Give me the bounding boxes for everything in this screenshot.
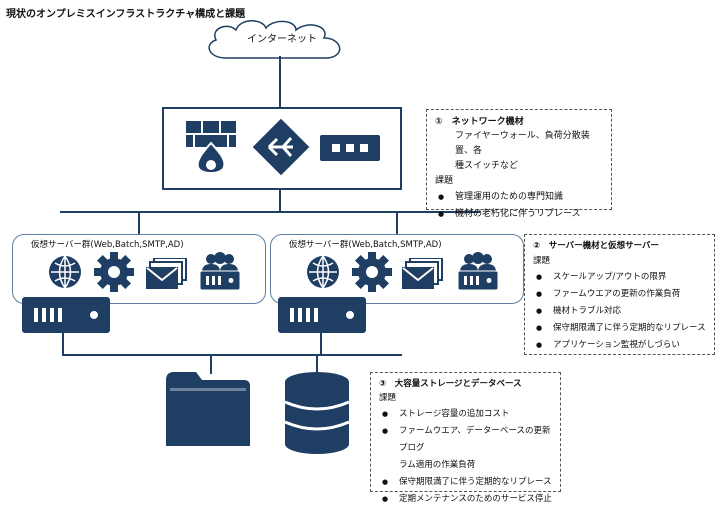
group1-link — [138, 211, 140, 235]
server-group-label: 仮想サーバー群(Web,Batch,SMTP,AD) — [289, 240, 442, 250]
backbone-top — [60, 211, 480, 213]
issues-list: 管理運用のための専門知識 機材の老朽化に伴うリプレース — [435, 189, 605, 223]
folder-icon — [166, 372, 250, 446]
issue-item-continuation: ラム適用の作業負荷 — [399, 460, 476, 470]
page-title: 現状のオンプレミスインフラストラクチャ構成と課題 — [6, 9, 246, 20]
network-link — [279, 187, 281, 212]
globe-icon — [49, 255, 81, 289]
cloud-label: インターネット — [247, 34, 317, 45]
mail-icon — [146, 258, 187, 289]
server1-link — [62, 332, 64, 355]
issue-item: アプリケーション監視がしづらい — [533, 337, 708, 354]
cloud-link — [279, 56, 281, 108]
router-icon — [252, 118, 310, 176]
gear-icon — [94, 252, 134, 292]
issues-label: 課題 — [379, 393, 397, 403]
note-heading: ③ 大容量ストレージとデータベース — [379, 379, 522, 389]
note-detail-line: ファイヤーウォール、負荷分散装置、各 — [455, 131, 590, 156]
gear-icon — [352, 252, 392, 292]
issues-label: 課題 — [435, 176, 454, 186]
network-equipment-box — [162, 107, 402, 190]
issue-item: ファームウエアの更新の作業負荷 — [533, 286, 708, 303]
issues-list: ストレージ容量の追加コスト ファームウエア、データーベースの更新プログ ラム適用… — [379, 406, 554, 508]
server-icon — [278, 297, 366, 333]
issue-item: 保守期限満了に伴う定期的なリプレース — [379, 474, 554, 491]
database-link — [316, 354, 318, 374]
switch-icon — [320, 135, 380, 161]
server-group-label: 仮想サーバー群(Web,Batch,SMTP,AD) — [31, 240, 184, 250]
cloud-icon — [208, 20, 341, 59]
issue-item: ファームウエア、データーベースの更新プログ — [379, 423, 554, 457]
issues-label: 課題 — [533, 256, 551, 266]
note-storage: ③ 大容量ストレージとデータベース 課題 ストレージ容量の追加コスト ファームウ… — [370, 372, 561, 508]
note-heading: ② サーバー機材と仮想サーバー — [533, 241, 660, 251]
note-detail-line: 種スイッチなど — [455, 161, 519, 171]
issue-item: ストレージ容量の追加コスト — [379, 406, 554, 423]
database-icon — [285, 372, 349, 454]
issue-item: 機材の老朽化に伴うリプレース — [435, 206, 605, 223]
backbone-bottom — [62, 354, 402, 356]
issues-list: スケールアップ/アウトの限界 ファームウエアの更新の作業負荷 機材トラブル対応 … — [533, 269, 708, 354]
issue-item: スケールアップ/アウトの限界 — [533, 269, 708, 286]
folder-link — [210, 354, 212, 374]
issue-item: 管理運用のための専門知識 — [435, 189, 605, 206]
mail-icon — [402, 258, 443, 289]
issue-item: 保守期限満了に伴う定期的なリプレース — [533, 320, 708, 337]
note-network: ① ネットワーク機材 ファイヤーウォール、負荷分散装置、各 種スイッチなど 課題… — [426, 109, 612, 223]
server-users-icon — [200, 252, 240, 290]
firewall-icon — [186, 121, 236, 174]
issue-item: 定期メンテナンスのためのサービス停止 — [379, 491, 554, 508]
note-servers: ② サーバー機材と仮想サーバー 課題 スケールアップ/アウトの限界 ファームウエ… — [524, 234, 715, 355]
server2-link — [320, 332, 322, 355]
server-users-icon — [458, 252, 498, 290]
server-icon — [22, 297, 110, 333]
issue-item: 機材トラブル対応 — [533, 303, 708, 320]
globe-icon — [307, 255, 339, 289]
group2-link — [396, 211, 398, 235]
note-heading: ① ネットワーク機材 — [435, 117, 524, 127]
